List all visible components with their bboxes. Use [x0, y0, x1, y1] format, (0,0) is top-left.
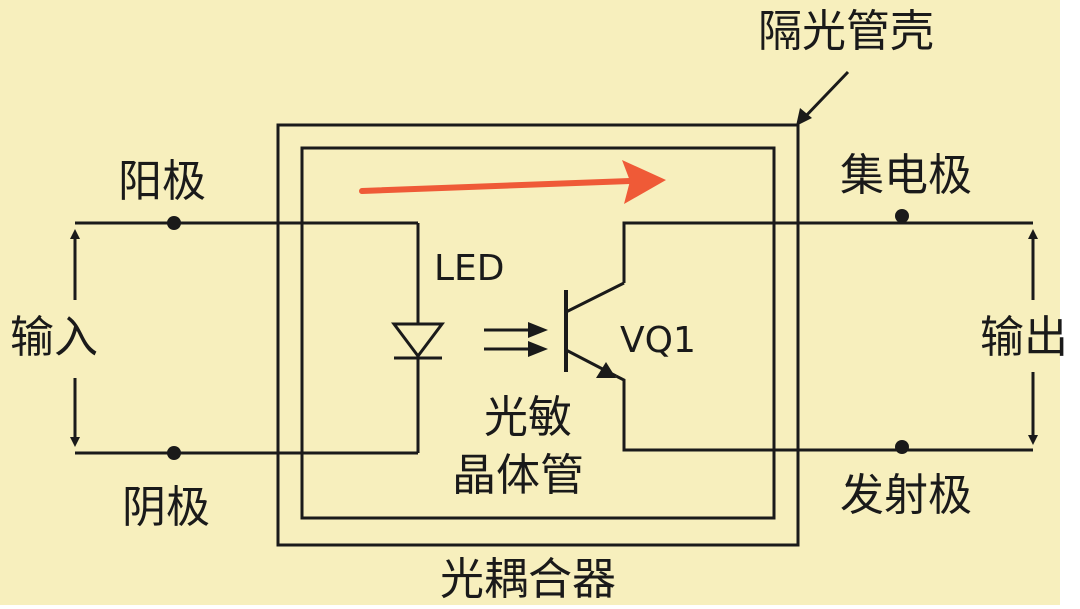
output-label: 输出	[980, 312, 1068, 363]
phototransistor-label-line1: 光敏	[484, 392, 572, 443]
emitter-terminal	[895, 440, 909, 454]
led-symbol	[391, 322, 445, 359]
light-direction-arrow-shaft	[359, 178, 633, 194]
optocoupler-inner-box	[300, 146, 776, 520]
shield-case-label: 隔光管壳	[758, 6, 934, 57]
shield-pointer-head	[796, 108, 812, 126]
light-emission-arrows	[484, 322, 548, 357]
collector-terminal	[895, 209, 909, 223]
anode-label: 阳极	[118, 156, 206, 207]
cathode-terminal	[167, 446, 181, 460]
transistor-emitter-arrow	[596, 362, 616, 378]
transistor-id-label: VQ1	[620, 320, 696, 361]
input-label: 输入	[10, 312, 98, 363]
shield-case-outer	[276, 123, 800, 547]
light-direction-arrow-head	[622, 160, 666, 204]
emitter-label: 发射极	[840, 470, 972, 521]
collector-wire	[622, 221, 1033, 283]
led-label: LED	[434, 248, 505, 289]
collector-label: 集电极	[840, 150, 972, 201]
cathode-label: 阴极	[122, 482, 210, 533]
shield-pointer	[800, 70, 850, 122]
phototransistor-label-line2: 晶体管	[452, 450, 584, 501]
diagram-background	[0, 0, 1060, 605]
emitter-wire	[615, 374, 1033, 452]
device-label: 光耦合器	[440, 554, 616, 605]
transistor-collector-lead	[565, 281, 625, 314]
anode-terminal	[167, 216, 181, 230]
